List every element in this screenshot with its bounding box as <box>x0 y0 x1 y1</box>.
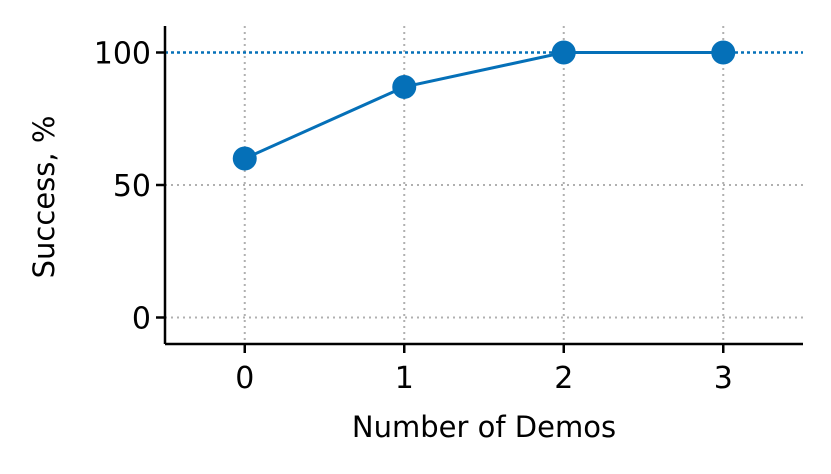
y-axis-title: Success, % <box>27 116 61 279</box>
data-point <box>551 40 576 65</box>
data-point <box>232 146 257 171</box>
x-tick-label: 0 <box>235 361 254 396</box>
x-tick-label: 3 <box>714 361 733 396</box>
x-tick-label: 1 <box>395 361 414 396</box>
data-point <box>392 74 417 99</box>
ticks: 0 1 2 3 0 50 100 <box>94 37 733 397</box>
y-tick-label: 50 <box>113 169 151 204</box>
series-group <box>232 40 736 171</box>
y-tick-label: 0 <box>132 302 151 337</box>
x-axis-title: Number of Demos <box>352 410 616 444</box>
x-tick-label: 2 <box>554 361 573 396</box>
grid <box>165 26 803 344</box>
y-tick-label: 100 <box>94 37 151 72</box>
series-line <box>244 51 724 160</box>
data-point <box>711 40 736 65</box>
